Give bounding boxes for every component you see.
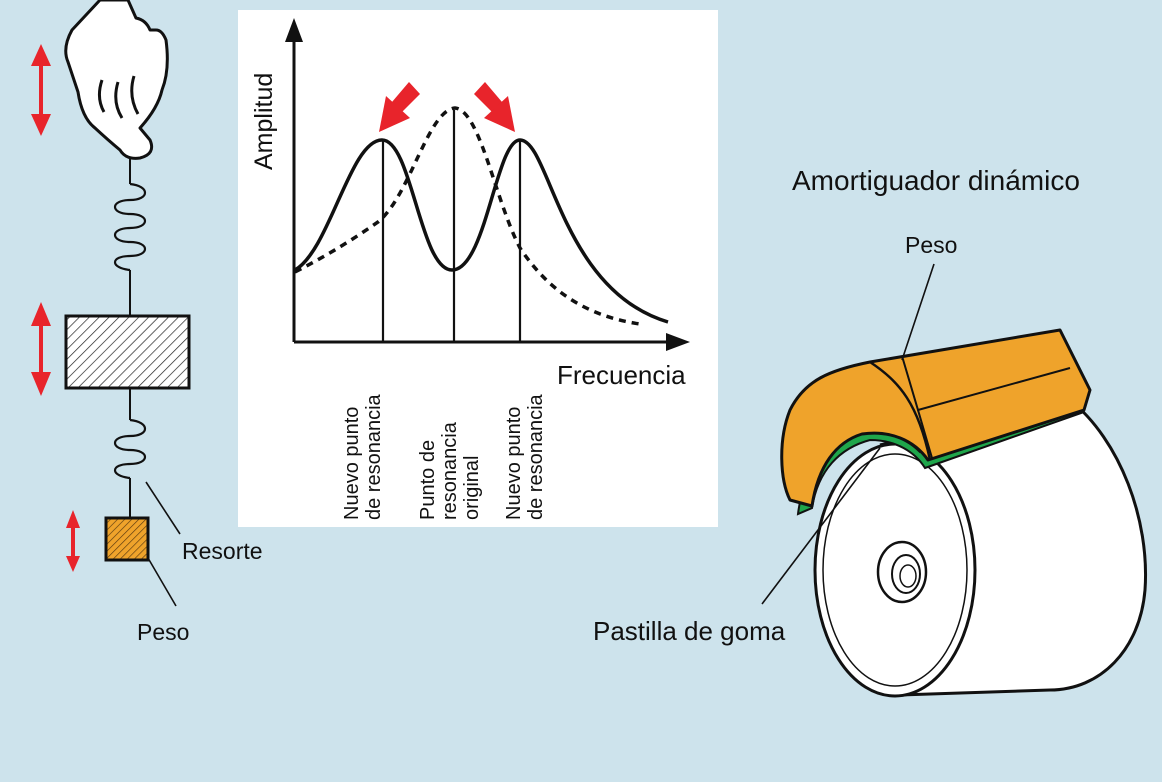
y-axis-label: Amplitud bbox=[250, 73, 278, 170]
double-arrow-icon bbox=[31, 302, 51, 396]
resonance-graph: Amplitud Frecuencia Nuevo punto de reson… bbox=[238, 10, 718, 527]
x-axis-arrow-icon bbox=[666, 333, 690, 351]
small-weight bbox=[104, 516, 150, 562]
marker-label-original: Punto de resonancia original bbox=[417, 417, 483, 520]
y-axis-arrow-icon bbox=[285, 18, 303, 42]
marker-label-new-right: Nuevo punto de resonancia bbox=[503, 393, 547, 520]
weight-label: Peso bbox=[137, 619, 189, 645]
spring-mass-system: Resorte Peso bbox=[31, 0, 263, 645]
red-arrow-icon bbox=[474, 82, 515, 132]
hand-icon bbox=[64, 0, 169, 160]
x-axis-label: Frecuencia bbox=[557, 360, 686, 390]
marker-label-new-left: Nuevo punto de resonancia bbox=[341, 393, 385, 520]
double-arrow-icon bbox=[31, 44, 51, 136]
damper-weight-label: Peso bbox=[905, 232, 957, 258]
new-resonance-curve bbox=[294, 138, 669, 324]
spring-label: Resorte bbox=[182, 538, 263, 564]
main-mass bbox=[64, 314, 191, 390]
dynamic-damper: Amortiguador dinámico Peso Pastilla de g… bbox=[593, 165, 1148, 698]
spring-upper bbox=[113, 182, 147, 272]
original-resonance-curve bbox=[294, 106, 641, 326]
rubber-pad-label: Pastilla de goma bbox=[593, 616, 786, 646]
double-arrow-icon bbox=[66, 510, 80, 572]
damper-title: Amortiguador dinámico bbox=[792, 165, 1080, 196]
orange-weight bbox=[780, 328, 1092, 508]
spring-lower bbox=[113, 418, 147, 480]
red-arrow-icon bbox=[379, 82, 420, 132]
graph-panel bbox=[238, 10, 718, 527]
